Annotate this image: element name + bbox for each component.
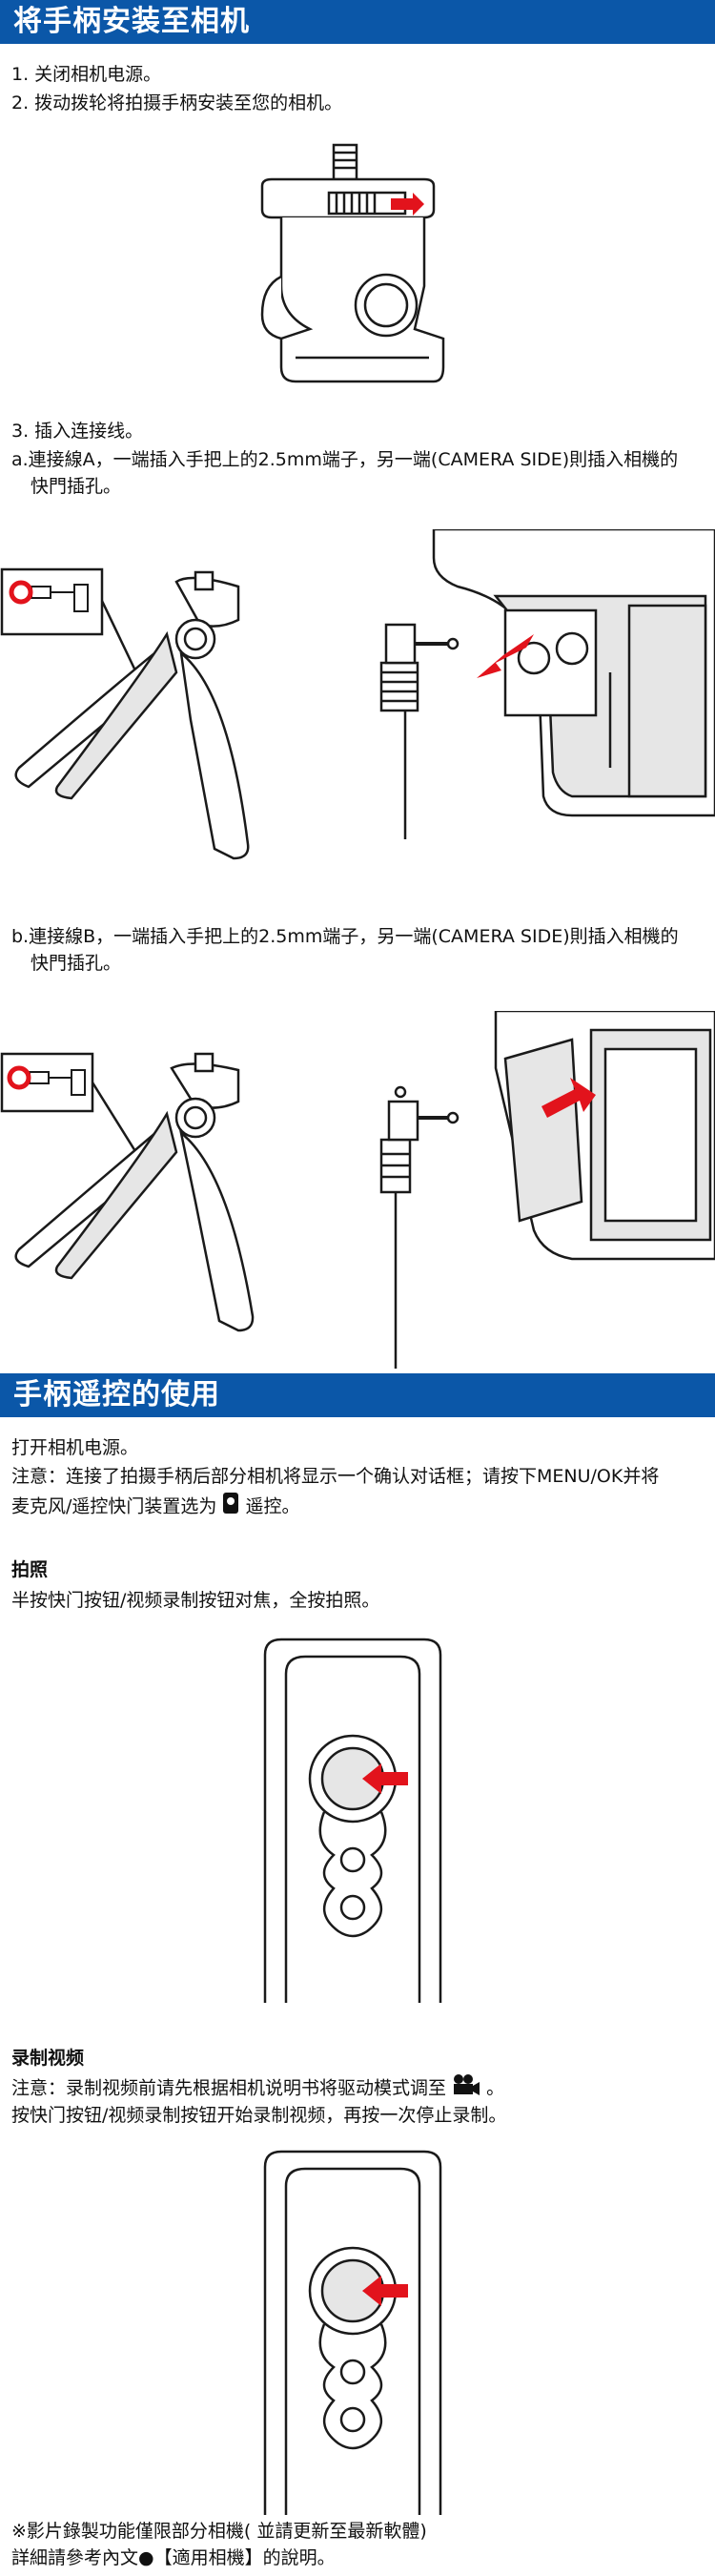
remote-note-line-2b: 遥控。	[245, 1495, 300, 1517]
section-title-mount: 将手柄安装至相机	[0, 0, 715, 44]
step-1-text: 1. 关闭相机电源。	[11, 64, 162, 85]
remote-note-line-2a: 麦克风/遥控快门装置选为	[11, 1495, 217, 1517]
step-3b-line-2: 快門插孔。	[31, 953, 122, 974]
shutter-button-photo-illustration	[263, 1638, 442, 2003]
video-text: 按快门按钮/视频录制按钮开始录制视频，再按一次停止录制。	[11, 2105, 507, 2126]
footnote-line-2: 詳細請參考內文●【適用相機】的說明。	[11, 2547, 336, 2568]
step-3b-line-1: b.連接線B，一端插入手把上的2.5mm端子，另一端(CAMERA SIDE)則…	[11, 926, 679, 947]
remote-note-line-2: 麦克风/遥控快门装置选为 遥控。	[11, 1492, 715, 1522]
footnote-line-1: ※影片錄製功能僅限部分相機( 並請更新至最新軟體)	[11, 2521, 427, 2542]
video-heading: 录制视频	[11, 2048, 85, 2069]
video-note-b: 。	[486, 2077, 505, 2099]
grip-mount-illustration	[260, 143, 445, 383]
cable-b-illustration	[0, 1011, 715, 1369]
movie-camera-icon	[452, 2073, 480, 2104]
video-note-a: 注意：录制视频前请先根据相机说明书将驱动模式调至	[11, 2077, 447, 2099]
step-2-text: 2. 拨动拨轮将拍摄手柄安装至您的相机。	[11, 93, 343, 113]
photo-text: 半按快门按钮/视频录制按钮对焦，全按拍照。	[11, 1590, 380, 1611]
step-3-text: 3. 插入连接线。	[11, 421, 144, 442]
shutter-button-video-illustration	[263, 2150, 442, 2515]
section-title-remote: 手柄遥控的使用	[0, 1373, 715, 1417]
step-3a-line-2: 快門插孔。	[31, 476, 122, 497]
remote-icon	[222, 1492, 239, 1522]
video-note: 注意：录制视频前请先根据相机说明书将驱动模式调至 。	[11, 2073, 715, 2104]
cable-a-illustration	[0, 529, 715, 860]
remote-note-line-1: 注意：连接了拍摄手柄后部分相机将显示一个确认对话框；请按下MENU/OK并将	[11, 1466, 660, 1487]
photo-heading: 拍照	[11, 1559, 49, 1580]
step-3a-line-1: a.連接線A，一端插入手把上的2.5mm端子，另一端(CAMERA SIDE)則…	[11, 449, 679, 470]
power-on-text: 打开相机电源。	[11, 1437, 139, 1458]
